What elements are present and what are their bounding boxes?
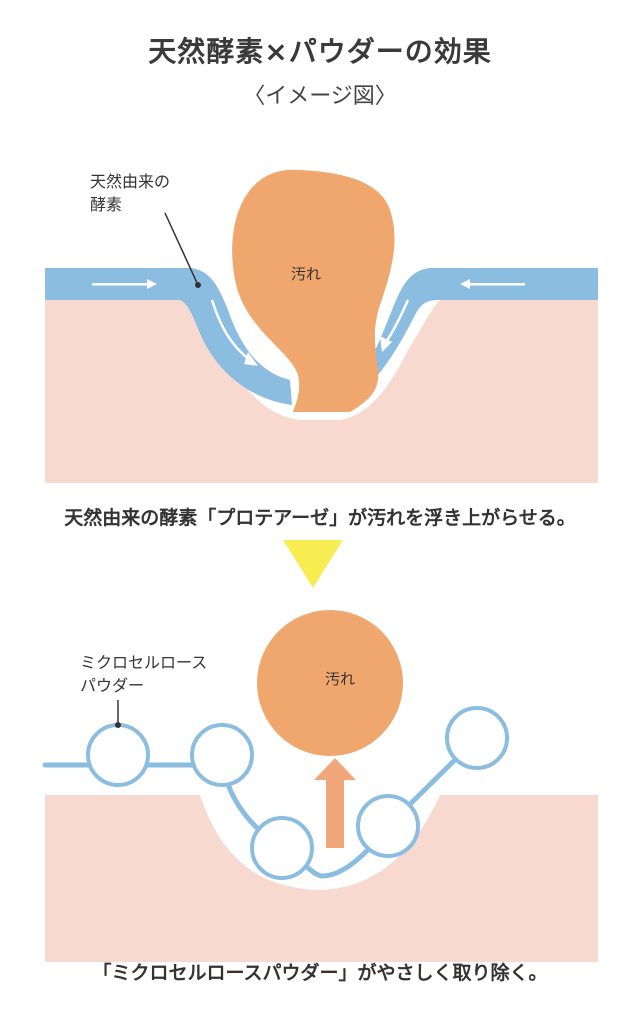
powder-leader-dot: [115, 722, 121, 728]
skin-layer-1: [45, 300, 598, 483]
enzyme-leader-line: [164, 212, 199, 286]
enzyme-label-line-2: 酵素: [90, 195, 123, 214]
enzyme-layer-right: [362, 268, 598, 378]
powder-particle: [250, 816, 314, 880]
dirt-ball-2: [257, 610, 403, 756]
enzyme-leader-dot: [195, 282, 201, 288]
powder-particle: [86, 723, 150, 787]
page-subtitle: 〈イメージ図〉: [243, 84, 397, 109]
panel-1: [45, 169, 598, 483]
enzyme-label-line-1: 天然由来の: [90, 172, 171, 191]
dirt-blob-1: [232, 169, 395, 412]
powder-particle: [356, 794, 420, 858]
powder-label-line-2: パウダー: [80, 676, 145, 695]
down-triangle-icon: [283, 540, 343, 588]
up-arrow-icon: [314, 758, 356, 848]
caption-2: 「ミクロセルロースパウダー」がやさしく取り除く。: [92, 962, 548, 984]
flow-arrow-down-right: [380, 299, 410, 352]
powder-particle: [445, 706, 509, 770]
powder-particle: [190, 723, 254, 787]
skin-layer-2: [45, 795, 598, 962]
enzyme-layer-left: [45, 268, 292, 405]
page-title: 天然酵素×パウダーの効果: [148, 35, 492, 68]
dirt-label-2: 汚れ: [324, 670, 355, 688]
enzyme-label: 天然由来の 酵素: [90, 170, 170, 216]
caption-1: 天然由来の酵素「プロテアーゼ」が汚れを浮き上がらせる。: [64, 507, 576, 529]
powder-label: ミクロセルロース パウダー: [80, 651, 207, 697]
flow-arrow-left: [92, 279, 157, 289]
flow-arrow-down-left: [210, 299, 258, 366]
flow-arrow-right: [460, 279, 525, 289]
dirt-label-1: 汚れ: [290, 265, 321, 283]
panel-2: [42, 610, 598, 962]
powder-label-line-1: ミクロセルロース: [80, 653, 208, 672]
